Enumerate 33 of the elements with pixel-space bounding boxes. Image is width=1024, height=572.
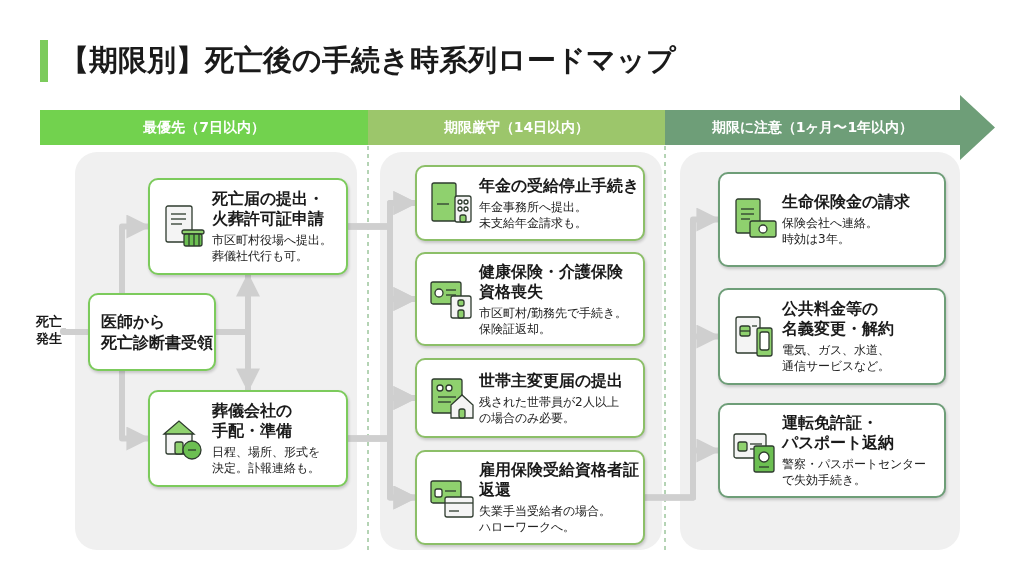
step-title: 運転免許証・パスポート返納 bbox=[782, 413, 895, 453]
step-card bbox=[148, 390, 348, 487]
step-box: 医師から死亡診断書受領 bbox=[88, 293, 216, 371]
step-title: 死亡届の提出・火葬許可証申請 bbox=[212, 189, 325, 229]
step-card bbox=[415, 165, 645, 241]
step-description: 警察・パスポートセンターで失効手続き。 bbox=[782, 456, 926, 488]
step-description: 市区町村/勤務先で手続き。保険証返却。 bbox=[479, 304, 628, 337]
step-title: 雇用保険受給資格者証返還 bbox=[479, 460, 639, 500]
step-card bbox=[415, 450, 645, 545]
step-description: 市区町村役場へ提出。葬儀社代行も可。 bbox=[212, 232, 332, 264]
step-description: 電気、ガス、水道、通信サービスなど。 bbox=[782, 342, 891, 374]
step-card bbox=[718, 172, 946, 267]
step-title: 公共料金等の名義変更・解約 bbox=[782, 299, 894, 339]
step-card bbox=[415, 252, 645, 346]
step-title: 生命保険金の請求 bbox=[782, 192, 910, 212]
start-label: 死亡発生 bbox=[36, 313, 66, 349]
phase-band: 最優先（7日以内） bbox=[40, 110, 368, 145]
step-title: 健康保険・介護保険資格喪失 bbox=[479, 261, 624, 302]
step-description: 日程、場所、形式を決定。訃報連絡も。 bbox=[212, 444, 320, 476]
step-title: 世帯主変更届の提出 bbox=[479, 370, 623, 391]
step-description: 年金事務所へ提出。未支給年金請求も。 bbox=[479, 198, 588, 231]
phase-band: 期限厳守（14日以内） bbox=[368, 110, 665, 145]
step-description: 失業手当受給者の場合。ハローワークへ。 bbox=[479, 503, 612, 535]
step-card bbox=[148, 178, 348, 275]
step-title: 葬儀会社の手配・準備 bbox=[212, 401, 293, 441]
step-card bbox=[718, 403, 946, 498]
title: 【期限別】死亡後の手続き時系列ロードマップ bbox=[60, 42, 676, 79]
phase-arrow-band: 期限に注意（1ヶ月〜1年以内） bbox=[665, 95, 995, 160]
step-title: 年金の受給停止手続き bbox=[479, 175, 639, 196]
step-card bbox=[415, 358, 645, 438]
step-card bbox=[718, 288, 946, 385]
step-description: 保険会社へ連絡。時効は3年。 bbox=[782, 215, 879, 247]
step-description: 残された世帯員が2人以上の場合のみ必要。 bbox=[479, 393, 620, 426]
